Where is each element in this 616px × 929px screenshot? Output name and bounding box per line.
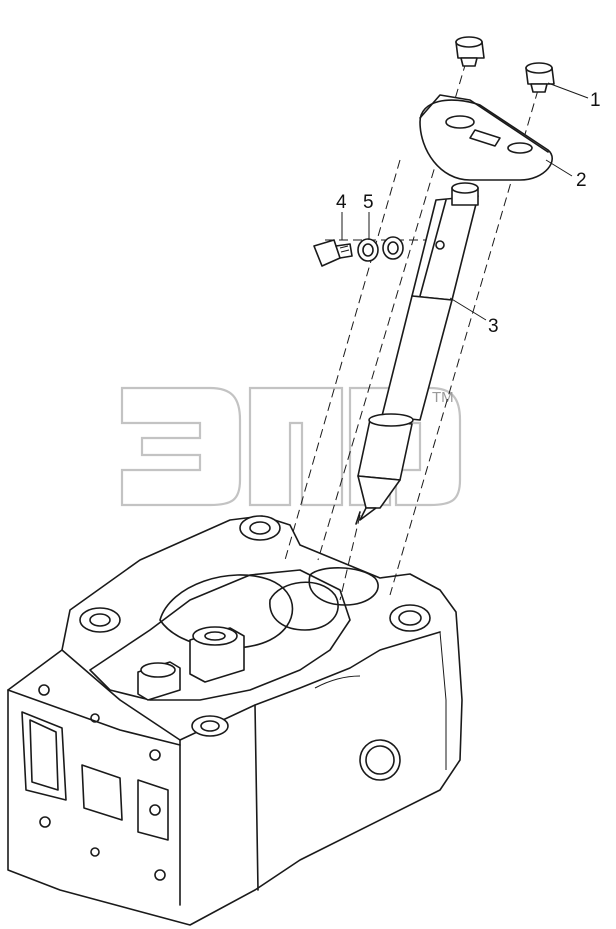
callout-2: 2 bbox=[576, 170, 587, 191]
leader-lines bbox=[341, 82, 589, 321]
trademark-mark: TM bbox=[432, 389, 454, 406]
fuel-injector bbox=[355, 182, 479, 525]
sealing-washers bbox=[357, 236, 404, 262]
callout-3: 3 bbox=[488, 316, 499, 337]
callout-4: 4 bbox=[336, 192, 347, 213]
fitting-bolt bbox=[313, 239, 353, 267]
clamp-bolts bbox=[455, 36, 555, 93]
cylinder-head bbox=[7, 515, 463, 926]
callout-5: 5 bbox=[363, 192, 374, 213]
injector-clamp bbox=[419, 94, 553, 181]
callout-labels: 1 2 3 4 5 bbox=[336, 90, 601, 337]
callout-1: 1 bbox=[590, 90, 601, 111]
